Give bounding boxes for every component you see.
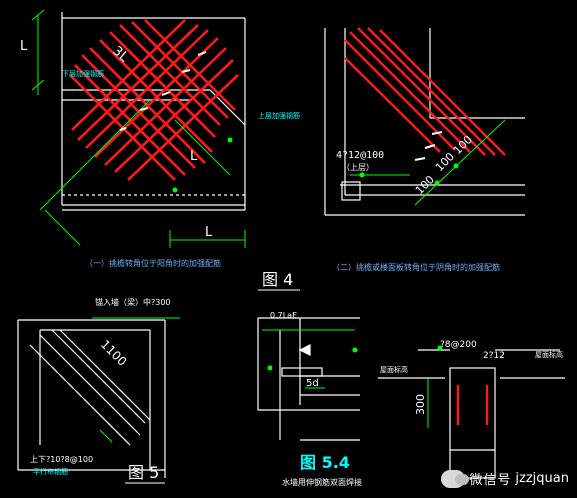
panel-2-dashes <box>414 131 443 161</box>
caption-panel-1: （一）挑檐转角位于阳角时的加强配筋 <box>85 258 221 268</box>
panel-1-dims <box>31 9 246 248</box>
panel-1-dashes <box>119 51 207 131</box>
fig54-structure <box>257 317 360 441</box>
watermark-id: jzzjquan <box>515 471 569 486</box>
fig5-label: 图 5 <box>128 463 159 482</box>
fig54-caption: 水墙用伸钢筋双面焊接 <box>282 477 362 487</box>
watermark-name: 微信号 <box>469 473 512 488</box>
caption-panel-2: （二）挑檐或楼面板转角位于阴角时的加强配筋 <box>332 262 500 272</box>
fig5-dim: 1100 <box>98 337 129 368</box>
fig54-dim-top: 0.7LaE <box>270 311 297 320</box>
panel-2-rebars <box>344 27 506 156</box>
panel-1-rebars <box>69 19 239 181</box>
fig5-dims <box>92 317 180 443</box>
rebar-note-sub: （上层） <box>342 163 374 172</box>
fig-right-dims <box>427 345 443 428</box>
fig5-structure <box>17 319 166 478</box>
fig-right-structure <box>378 349 565 479</box>
dim-l-mid: L <box>190 149 198 164</box>
fig5-note-top: 锚入墙（梁）中?300 <box>95 297 171 307</box>
fig5-note-bottom2: 平行布钢筋 <box>33 467 68 476</box>
watermark: 微信号 jzzjquan <box>441 469 569 488</box>
label-upper-rebar: 上层加强钢筋 <box>258 111 300 120</box>
fig54-label: 图 5.4 <box>300 453 350 472</box>
wechat-logo-icon <box>441 469 470 488</box>
fig-right-note-stirrup: ?8@200 <box>440 340 477 350</box>
fig5-note-bottom: 上下?10?8@100 <box>30 455 93 464</box>
dim-l-bottom: L <box>205 225 213 240</box>
panel-2-structure <box>324 28 525 216</box>
fig-right-dim-300: 300 <box>414 394 427 415</box>
fig-right-label-right: 屋面标高 <box>535 350 563 359</box>
fig4-label: 图 4 <box>262 270 293 289</box>
dim-l-top: L <box>20 39 28 54</box>
fig-right-note-bars: 2?12 <box>483 351 505 361</box>
fig54-dims <box>262 329 358 389</box>
label-lower-rebar: 下层加强钢筋 <box>62 69 104 78</box>
fig-right-rebars <box>456 385 489 425</box>
dim-3l: 3L <box>109 44 131 66</box>
dim-100-b: 100 <box>433 150 457 174</box>
fig54-dim-5d: 5d <box>306 378 319 389</box>
fig-right-label-left: 屋面标高 <box>380 365 408 374</box>
rebar-note: 4?12@100 <box>336 150 384 161</box>
dim-100-a: 100 <box>413 173 437 197</box>
panel-2-dims <box>350 119 506 206</box>
